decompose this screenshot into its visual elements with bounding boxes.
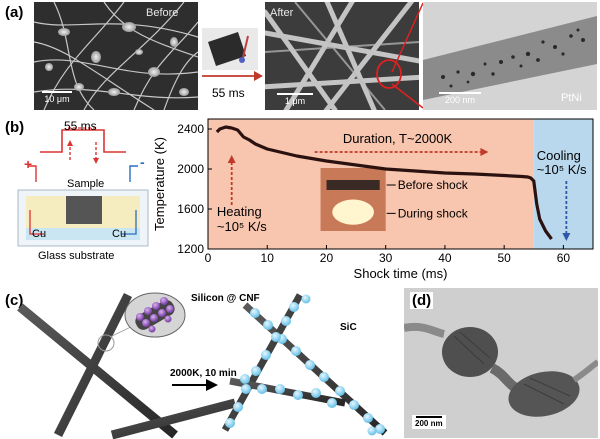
sem-before-image: Before 10 μm (34, 2, 198, 110)
heating-rate-label: ~10⁵ K/s (217, 219, 267, 234)
duration-arrow-head (480, 148, 489, 156)
after-label: After (270, 7, 294, 19)
before-shock-label: Before shock (398, 178, 469, 192)
sem-after-fibers (265, 2, 419, 110)
minus-sign: - (140, 154, 145, 170)
cnf-to-sic-schematic (17, 292, 388, 439)
during-shock-label: During shock (398, 206, 469, 220)
y-tick-label-2400: 2400 (177, 122, 204, 136)
zoom-lines (391, 2, 424, 109)
plot-frame (207, 118, 594, 250)
y-axis-label: Temperature (K) (152, 137, 167, 231)
sic-label: SiC (340, 322, 357, 333)
joule-heating-schematic (17, 127, 149, 247)
x-axis-label: Shock time (ms) (354, 266, 448, 281)
before-scale-label: 10 μm (44, 94, 70, 104)
region-cooling (533, 119, 593, 249)
tem-scale-bar: 200 nm (437, 92, 483, 105)
sample-film (66, 196, 102, 224)
y-tick-label-1200: 1200 (177, 242, 204, 256)
sic-particles (225, 294, 385, 436)
glass-substrate-label: Glass substrate (38, 250, 115, 262)
time-label-55ms: 55 ms (212, 86, 245, 100)
tem-ptni-image: 200 nm PtNi (423, 2, 597, 110)
cnf-rods (17, 292, 237, 439)
sample-photo-drawing (208, 32, 249, 66)
x-tick-label-10: 10 (261, 251, 275, 265)
sic-rods (221, 293, 388, 436)
panel-d-label: (d) (410, 292, 434, 309)
cooling-label: Cooling (537, 148, 581, 163)
after-scale-label: 1 μm (284, 96, 306, 106)
inset-before-sample (326, 180, 380, 190)
sample-photo (202, 28, 258, 70)
tem-sic-particles (404, 288, 598, 438)
cu-right-label: Cu (112, 228, 127, 240)
tem-sic-scale-bar: 200 nm (412, 415, 446, 429)
pulse-waveform (40, 129, 126, 153)
cu-left-label: Cu (32, 228, 47, 240)
tem-scale-label: 200 nm (444, 95, 476, 105)
heating-arrow-head (227, 155, 236, 163)
inset-glow (332, 199, 374, 225)
heating-label: Heating (217, 204, 262, 219)
sample-label: Sample (67, 178, 105, 190)
x-tick-label-50: 50 (497, 251, 511, 265)
ptni-label: PtNi (561, 92, 582, 104)
temperature-line (215, 125, 553, 240)
cooling-arrow-head (562, 233, 571, 241)
before-label: Before (146, 7, 179, 19)
tem-sic-image: (d) 200 nm (404, 288, 598, 438)
x-tick-label-60: 60 (557, 251, 571, 265)
before-scale-bar: 10 μm (40, 91, 74, 104)
x-tick-label-30: 30 (379, 251, 393, 265)
tem-sic-scale-label: 200 nm (415, 419, 443, 428)
plus-sign: + (24, 156, 33, 172)
silicon-cnf-label: Silicon @ CNF (191, 293, 260, 304)
panel-a-label: (a) (5, 4, 24, 21)
pulse-duration-label: 55 ms (64, 119, 97, 133)
y-tick-label-1600: 1600 (177, 202, 204, 216)
x-tick-label-0: 0 (205, 251, 212, 265)
panel-b-label: (b) (5, 119, 25, 136)
y-tick-label-2000: 2000 (177, 162, 204, 176)
sem-after-image: After 1 μm (265, 2, 419, 110)
duration-label: Duration, T~2000K (343, 131, 453, 146)
before-after-arrow (202, 71, 263, 81)
process-condition-label: 2000K, 10 min (170, 368, 237, 379)
silicon-cnf-callout (124, 292, 186, 338)
cooling-rate-label: ~10⁵ K/s (537, 162, 587, 177)
after-scale-bar: 1 μm (275, 93, 315, 106)
panel-c-label: (c) (5, 292, 24, 309)
x-tick-label-40: 40 (438, 251, 452, 265)
x-tick-label-20: 20 (320, 251, 334, 265)
